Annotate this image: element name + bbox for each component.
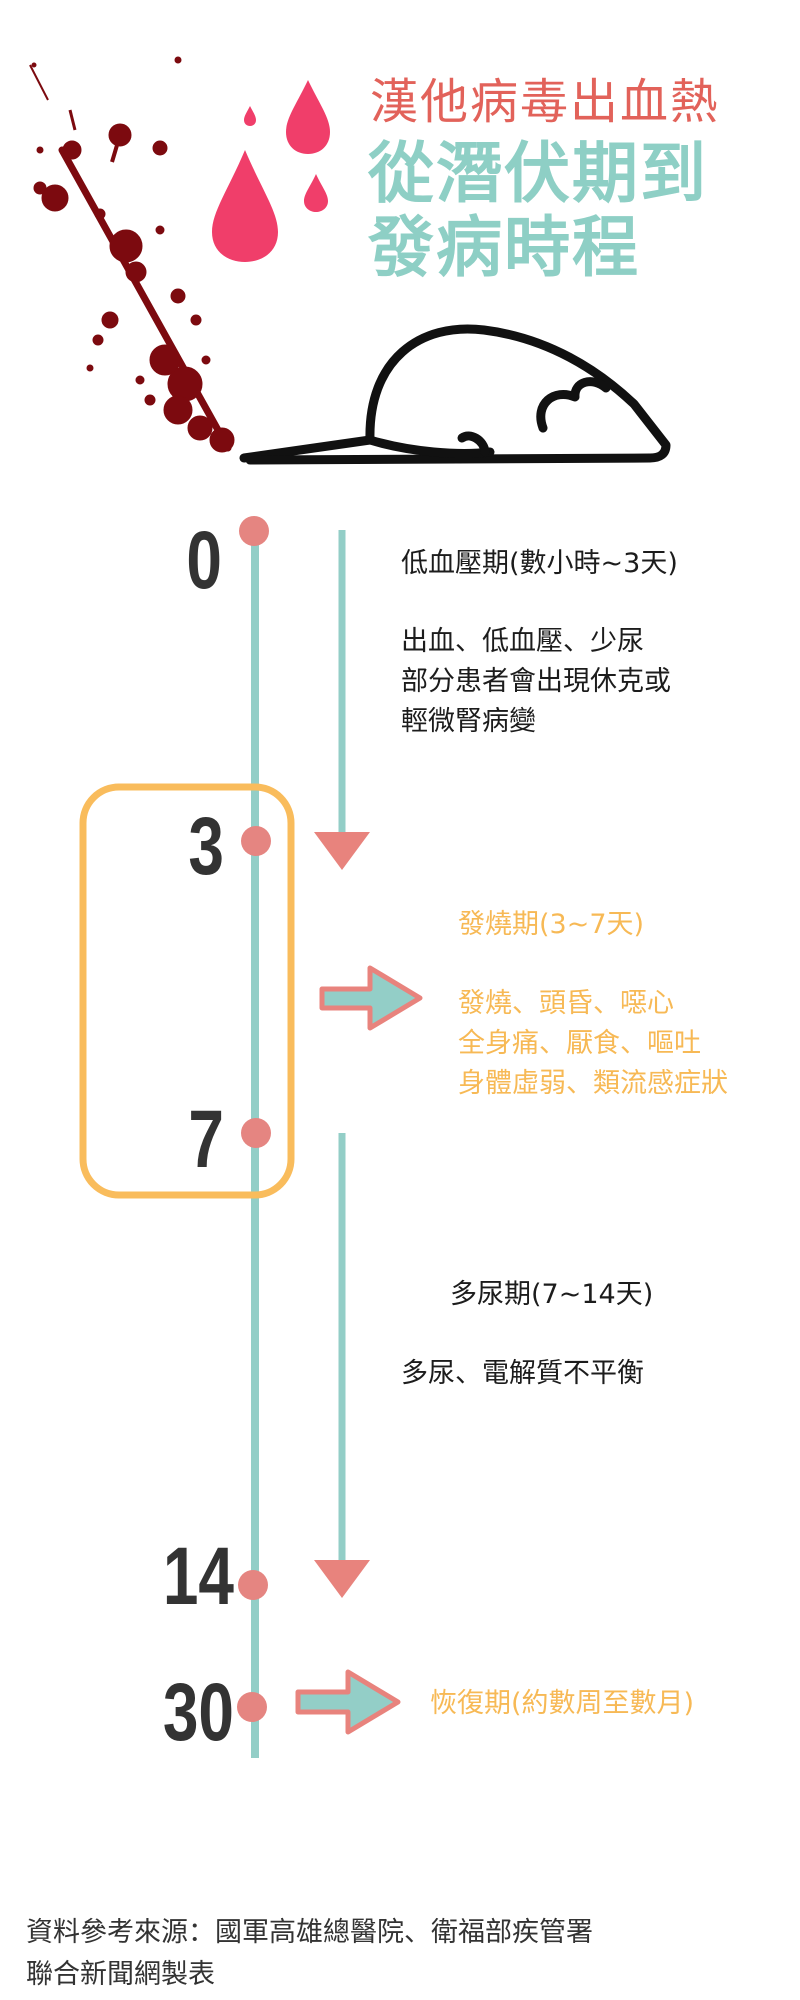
day-dot-14 (238, 1570, 268, 1600)
day-dot-0 (239, 516, 269, 546)
fever-highlight-box (79, 783, 295, 1199)
hypotension-symptom-line: 出血、低血壓、少尿 (401, 626, 644, 657)
title-line-2: 從潛伏期到 (368, 135, 708, 212)
day-label-7: 7 (188, 1094, 224, 1185)
title-line-3: 發病時程 (368, 209, 640, 286)
recovery-phase-label: 恢復期(約數周至數月) (430, 1688, 695, 1719)
day-dot-3 (241, 826, 271, 856)
day-label-3: 3 (188, 801, 224, 892)
blood-splatter-icon (29, 56, 235, 453)
fever-phase-label: 發燒期(3~7天) (458, 909, 645, 940)
day-label-0: 0 (186, 515, 222, 606)
day-dots (237, 516, 271, 1722)
fever-symptom-line: 發燒、頭昏、噁心 (458, 988, 674, 1019)
day-label-14: 14 (162, 1531, 234, 1622)
source-line: 資料參考來源：國軍高雄總醫院、衛福部疾管署 (26, 1917, 593, 1948)
rat-icon (239, 324, 671, 465)
right-arrow-icon (295, 1669, 401, 1735)
polyuria-symptom-line: 多尿、電解質不平衡 (401, 1358, 644, 1389)
day-dot-7 (241, 1118, 271, 1148)
hypotension-symptom-line: 部分患者會出現休克或 (401, 666, 671, 697)
down-arrow-icon (314, 1133, 370, 1598)
fever-symptom-line: 全身痛、厭食、嘔吐 (458, 1028, 701, 1059)
fever-symptom-line: 身體虛弱、類流感症狀 (458, 1068, 728, 1099)
polyuria-phase-label: 多尿期(7~14天) (450, 1279, 654, 1310)
credit-line: 聯合新聞網製表 (26, 1959, 215, 1990)
day-label-30: 30 (162, 1667, 234, 1758)
hypotension-phase-label: 低血壓期(數小時~3天) (401, 548, 678, 579)
blood-drop-icon (212, 80, 330, 262)
day-dot-30 (237, 1692, 267, 1722)
hypotension-symptom-line: 輕微腎病變 (401, 706, 536, 737)
down-arrow-icon (314, 530, 370, 870)
title-line-1: 漢他病毒出血熱 (370, 74, 721, 130)
right-arrow-icon (319, 965, 423, 1031)
